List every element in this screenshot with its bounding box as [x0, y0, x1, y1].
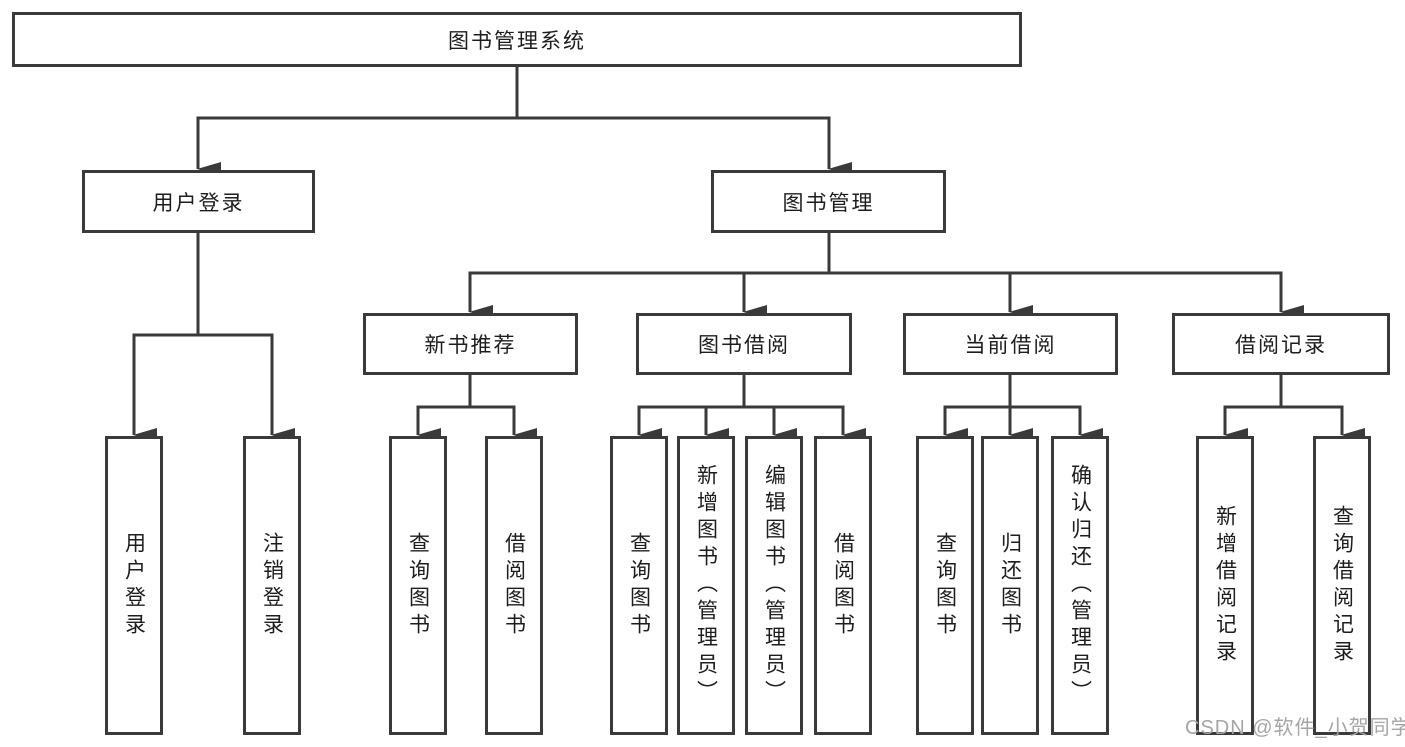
leaf-query-books-borrow: 查询图书	[610, 436, 668, 735]
leaf-borrow-books: 借阅图书	[814, 436, 872, 735]
leaf-label: 编辑图书（管理员）	[762, 464, 786, 707]
leaf-label: 借阅图书	[502, 531, 526, 640]
connector-root-to-level2	[196, 67, 852, 176]
leaf-query-books-recommend: 查询图书	[389, 436, 447, 735]
leaf-label: 查询图书	[933, 531, 957, 640]
node-library-management-system: 图书管理系统	[12, 12, 1022, 67]
leaf-add-borrow-record: 新增借阅记录	[1196, 436, 1254, 735]
leaf-confirm-return-admin: 确认归还（管理员）	[1051, 436, 1109, 735]
leaf-label: 查询图书	[406, 531, 430, 640]
connector-current-borrow-branch	[943, 375, 1103, 442]
leaf-label: 查询借阅记录	[1330, 504, 1354, 667]
leaf-label: 借阅图书	[831, 531, 855, 640]
connector-book-borrow-branch	[637, 375, 866, 442]
leaf-label: 新增借阅记录	[1213, 504, 1237, 667]
leaf-label: 注销登录	[260, 531, 284, 640]
leaf-label: 查询图书	[627, 531, 651, 640]
leaf-query-borrow-record: 查询借阅记录	[1313, 436, 1371, 735]
leaf-label: 新增图书（管理员）	[694, 464, 718, 707]
leaf-borrow-books-recommend: 借阅图书	[485, 436, 543, 735]
node-book-borrow: 图书借阅	[636, 313, 852, 375]
leaf-label: 确认归还（管理员）	[1068, 464, 1092, 707]
connector-user-login-branch	[132, 233, 295, 442]
csdn-watermark: CSDN @软件_小贺同学	[1185, 717, 1405, 739]
leaf-label: 用户登录	[122, 531, 146, 640]
connector-new-book-branch	[416, 375, 537, 442]
leaf-add-books-admin: 新增图书（管理员）	[677, 436, 735, 735]
node-book-management: 图书管理	[711, 170, 946, 233]
leaf-logout: 注销登录	[243, 436, 301, 735]
connector-borrow-record-branch	[1223, 375, 1365, 442]
leaf-edit-books-admin: 编辑图书（管理员）	[745, 436, 803, 735]
node-new-book-recommend: 新书推荐	[363, 313, 578, 375]
leaf-user-login: 用户登录	[105, 436, 163, 735]
connector-book-management-to-level3	[468, 233, 1304, 319]
leaf-return-books: 归还图书	[981, 436, 1039, 735]
node-user-login: 用户登录	[82, 170, 315, 233]
node-borrow-record: 借阅记录	[1172, 313, 1390, 375]
leaf-query-books-current: 查询图书	[916, 436, 974, 735]
leaf-label: 归还图书	[998, 531, 1022, 640]
node-current-borrow: 当前借阅	[903, 313, 1118, 375]
